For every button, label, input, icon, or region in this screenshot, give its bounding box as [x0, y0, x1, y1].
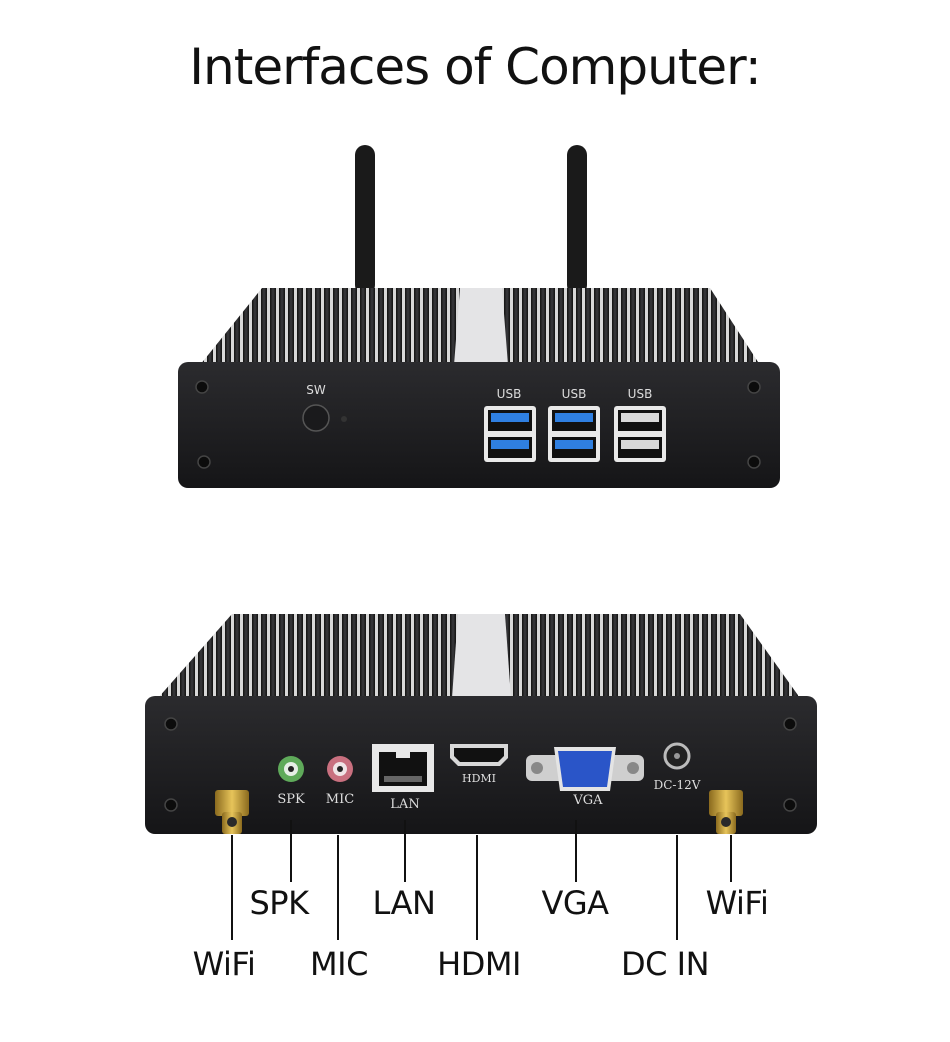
antenna-right — [567, 145, 587, 295]
power-led-icon — [341, 416, 347, 422]
rear-device: SPK MIC LAN HDMI VGA — [145, 614, 817, 834]
screw-icon — [783, 717, 797, 731]
page-title: Interfaces of Computer: — [189, 38, 761, 96]
power-switch-button[interactable] — [302, 404, 330, 432]
screw-icon — [164, 798, 178, 812]
screw-icon — [164, 717, 178, 731]
hdmi-port[interactable] — [450, 744, 508, 766]
screw-icon — [747, 455, 761, 469]
callout-wifi-right: WiFi — [705, 884, 769, 922]
wifi-connector-right[interactable] — [709, 790, 743, 834]
callout-hdmi: HDMI — [437, 945, 521, 983]
antenna-left — [355, 145, 375, 295]
hdmi-port-label: HDMI — [462, 772, 496, 785]
callout-mic: MIC — [310, 945, 368, 983]
screw-icon — [195, 380, 209, 394]
spk-port-label: SPK — [277, 792, 305, 807]
usb3-port-stack[interactable] — [484, 406, 536, 462]
lan-port[interactable] — [372, 744, 434, 792]
callout-dc-in: DC IN — [620, 945, 710, 983]
callout-lines — [231, 820, 732, 940]
screw-icon — [197, 455, 211, 469]
usb2-port-stack[interactable] — [614, 406, 666, 462]
callout-vga: VGA — [541, 884, 609, 922]
callout-lan: LAN — [372, 884, 436, 922]
dc-port-label: DC-12V — [654, 778, 701, 792]
callout-spk: SPK — [249, 884, 309, 922]
front-heatsink-center — [454, 288, 508, 365]
lan-port-label: LAN — [390, 797, 419, 812]
mic-jack[interactable] — [327, 756, 353, 782]
front-face — [178, 362, 780, 488]
screw-icon — [783, 798, 797, 812]
dc-jack[interactable] — [663, 742, 691, 770]
screw-icon — [747, 380, 761, 394]
usb-label: USB — [628, 387, 653, 401]
rear-heatsink-center — [452, 614, 511, 698]
usb3-port-stack[interactable] — [548, 406, 600, 462]
front-device: SW USB USB USB — [178, 145, 780, 488]
callout-wifi-left: WiFi — [192, 945, 256, 983]
vga-port-label: VGA — [572, 793, 603, 808]
switch-label: SW — [306, 383, 326, 397]
usb-label: USB — [497, 387, 522, 401]
spk-jack[interactable] — [278, 756, 304, 782]
wifi-connector-left[interactable] — [215, 790, 249, 834]
mic-port-label: MIC — [326, 792, 354, 807]
usb-label: USB — [562, 387, 587, 401]
vga-port[interactable] — [526, 747, 644, 791]
